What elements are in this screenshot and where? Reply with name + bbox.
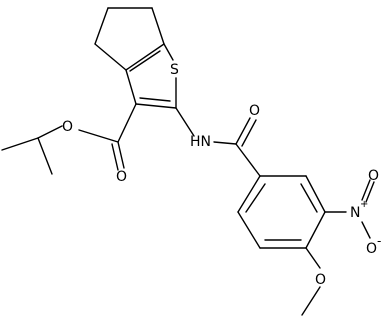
- sulfur-atom-label: S: [170, 62, 179, 78]
- methoxy-group: [301, 247, 321, 316]
- benzene-ring: [237, 175, 326, 249]
- nitro-nitrogen-label: N: [350, 205, 360, 221]
- isopropyl-ester: [1, 103, 137, 175]
- amide-nh-label: HN: [190, 134, 211, 150]
- nitro-oxygen-double-label: O: [368, 168, 379, 184]
- nitro-nitrogen-charge: +: [360, 199, 368, 210]
- thiophene-ring: [125, 43, 177, 109]
- ester-carbonyl-oxygen-label: O: [116, 169, 127, 185]
- methoxy-oxygen-label: O: [315, 272, 326, 288]
- ester-ether-oxygen-label: O: [62, 119, 73, 135]
- nitro-oxygen-charge: -: [377, 234, 381, 248]
- cyclopentane-ring: [94, 7, 165, 71]
- amide-oxygen-label: O: [249, 103, 260, 119]
- amide-linkage: [175, 107, 261, 177]
- nitro-group: [324, 179, 375, 239]
- nitro-oxygen-single-label: O: [366, 241, 377, 257]
